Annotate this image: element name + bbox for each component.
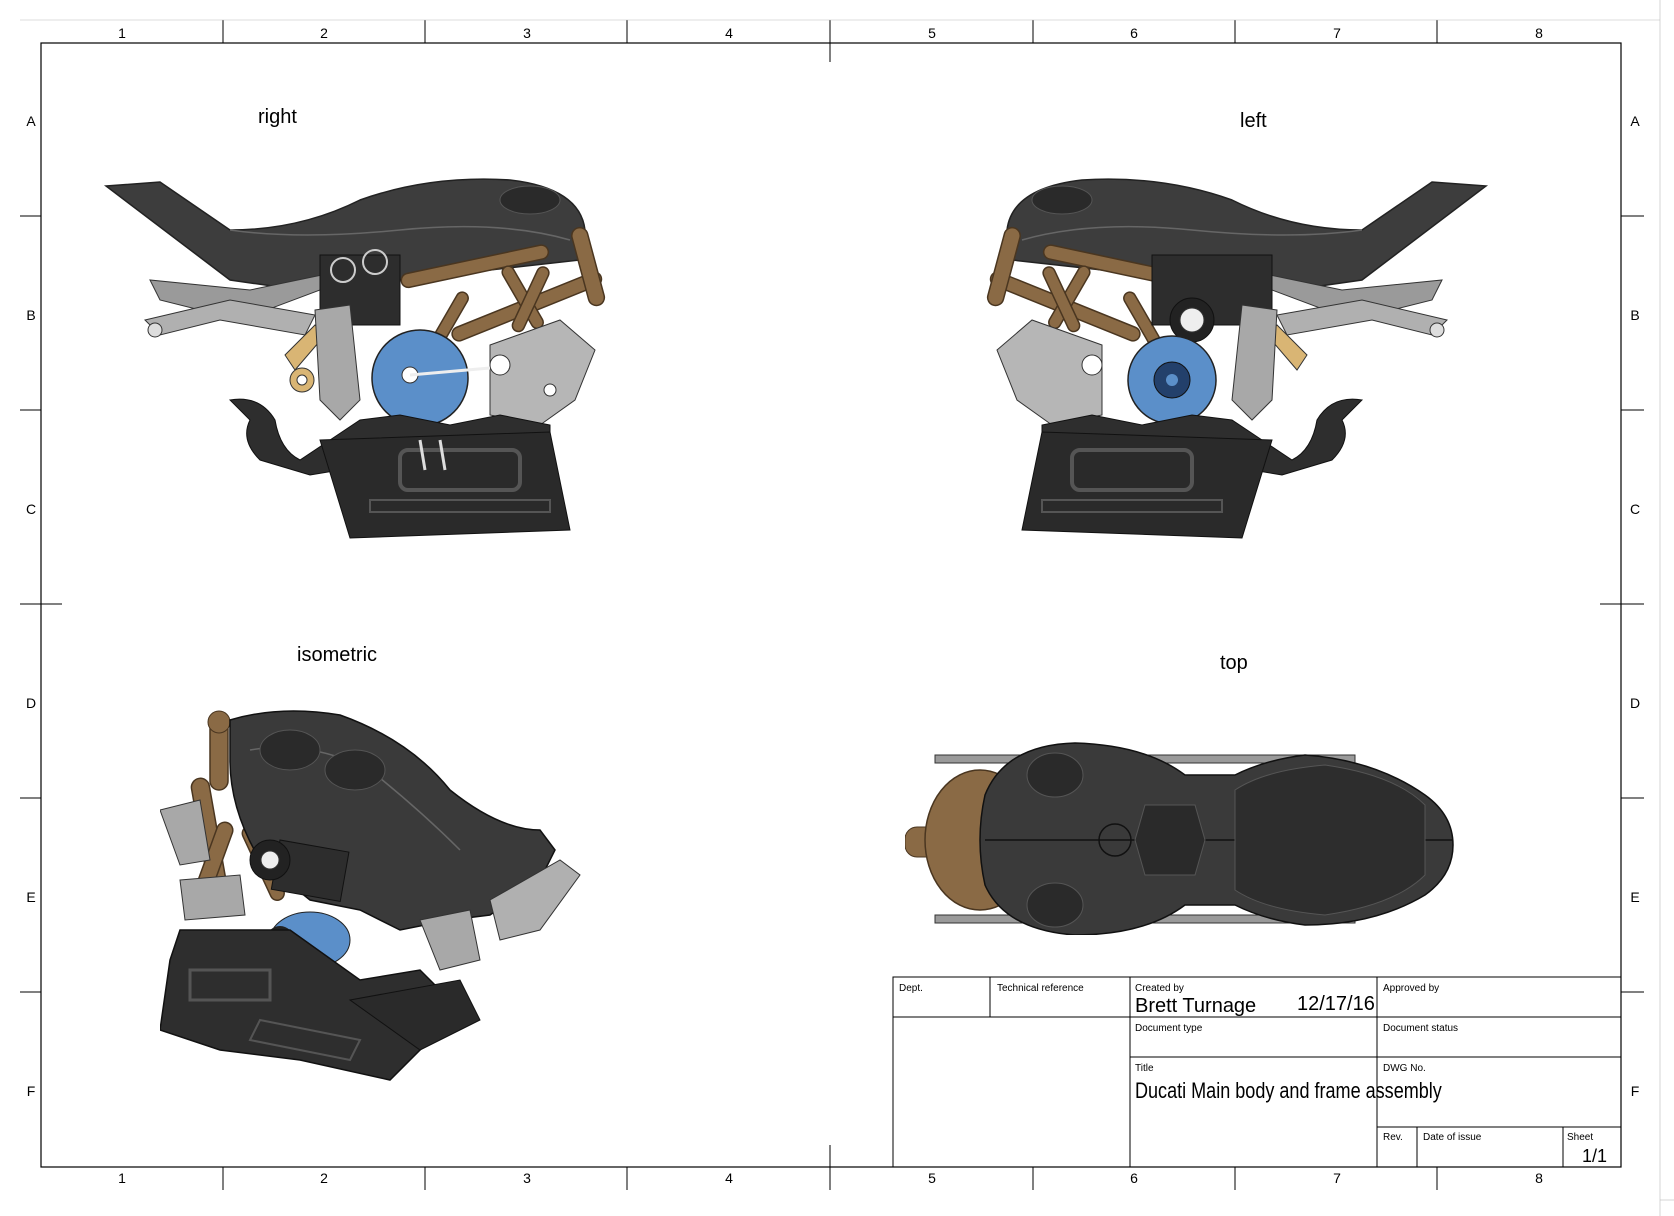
top-view-drawing [905, 742, 1454, 935]
zone-col-3-bottom: 3 [523, 1170, 531, 1186]
zone-col-7-top: 7 [1333, 25, 1341, 41]
zone-col-8-top: 8 [1535, 25, 1543, 41]
view-label-isometric: isometric [297, 644, 378, 666]
zone-col-1-bottom: 1 [118, 1170, 126, 1186]
zone-col-2-bottom: 2 [320, 1170, 328, 1186]
zone-row-c-left: C [25, 501, 37, 517]
zone-row-c-right: C [1629, 501, 1641, 517]
zone-col-2-top: 2 [320, 25, 328, 41]
isometric-view-drawing [160, 710, 581, 1081]
date-of-issue-label: Date of issue [1423, 1132, 1482, 1143]
zone-row-f-right: F [1630, 1083, 1640, 1099]
zone-row-b-left: B [26, 307, 36, 323]
zone-row-d-right: D [1629, 695, 1641, 711]
created-by-label: Created by [1135, 983, 1184, 994]
dwg-no-label: DWG No. [1383, 1063, 1426, 1074]
view-label-right: right [258, 106, 297, 128]
dept-label: Dept. [899, 983, 923, 994]
zone-col-4-bottom: 4 [725, 1170, 733, 1186]
rev-label: Rev. [1383, 1132, 1403, 1143]
created-date: 12/17/16 [1297, 993, 1375, 1015]
drawing-title: Ducati Main body and frame assembly [1135, 1078, 1442, 1103]
zone-col-8-bottom: 8 [1535, 1170, 1543, 1186]
zone-row-d-left: D [25, 695, 37, 711]
technical-reference-label: Technical reference [997, 983, 1084, 994]
zone-col-3-top: 3 [523, 25, 531, 41]
zone-col-5-top: 5 [928, 25, 936, 41]
created-by-name: Brett Turnage [1135, 995, 1257, 1017]
title-block-lines [892, 976, 1622, 1168]
zone-row-a-left: A [26, 113, 36, 129]
view-label-left: left [1240, 110, 1267, 132]
approved-by-label: Approved by [1383, 983, 1440, 994]
sheet-label: Sheet [1567, 1132, 1594, 1143]
zone-row-a-right: A [1630, 113, 1640, 129]
right-view-drawing [103, 178, 606, 539]
zone-row-e-left: E [26, 889, 36, 905]
zone-col-5-bottom: 5 [928, 1170, 936, 1186]
zone-row-e-right: E [1630, 889, 1640, 905]
zone-col-6-bottom: 6 [1130, 1170, 1138, 1186]
document-type-label: Document type [1135, 1023, 1203, 1034]
document-status-label: Document status [1383, 1023, 1459, 1034]
view-label-top: top [1220, 652, 1248, 674]
left-view-drawing [986, 178, 1489, 539]
zone-col-6-top: 6 [1130, 25, 1138, 41]
zone-col-4-top: 4 [725, 25, 733, 41]
sheet-number: 1/1 [1582, 1146, 1608, 1166]
zone-col-7-bottom: 7 [1333, 1170, 1341, 1186]
title-label: Title [1135, 1063, 1154, 1074]
zone-row-b-right: B [1630, 307, 1640, 323]
zone-row-f-left: F [26, 1083, 36, 1099]
zone-col-1-top: 1 [118, 25, 126, 41]
